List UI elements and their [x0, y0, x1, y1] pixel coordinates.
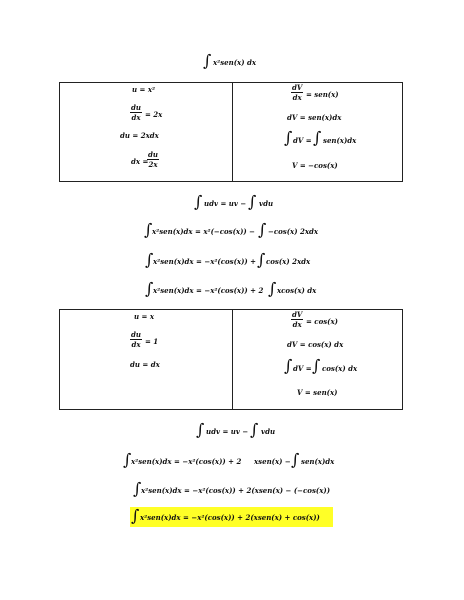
- step2-a: x²sen(x)dx = −x²(cos(x)) +: [153, 257, 257, 266]
- substitution-table-2: [59, 309, 403, 410]
- integral-sign: ∫: [133, 479, 142, 498]
- t2-u-def: u = x: [134, 312, 155, 321]
- step2-b: cos(x) 2xdx: [266, 257, 311, 266]
- step4-c: sen(x)dx: [301, 457, 335, 466]
- step4-a: x²sen(x)dx = −x²(cos(x)) + 2: [131, 457, 242, 466]
- t2-du-dx: du dx: [130, 331, 142, 348]
- ibp1-rhs: vdu: [259, 199, 274, 208]
- t1-du-dx: du dx: [130, 104, 142, 121]
- t1-dx-frac: du 2x: [147, 151, 159, 168]
- t1-du: du = 2xdx: [120, 131, 159, 140]
- integral-sign: ∫: [123, 450, 132, 469]
- frac-den: dx: [292, 320, 302, 329]
- t2-dV-dx: dV dx: [291, 310, 304, 329]
- integral-sign: ∫: [291, 450, 300, 469]
- integral-sign: ∫: [284, 356, 293, 375]
- step3-a: x²sen(x)dx = −x²(cos(x)) + 2: [153, 286, 264, 295]
- table-divider: [232, 83, 233, 181]
- frac-num: dV: [291, 310, 304, 320]
- t1-dV-dx-rhs: = sen(x): [306, 90, 339, 99]
- final-result: x²sen(x)dx = −x²(cos(x)) + 2(xsen(x) + c…: [140, 513, 320, 522]
- frac-den: dx: [131, 113, 141, 122]
- integral-sign: ∫: [145, 250, 154, 269]
- t1-dx-lhs: dx =: [131, 157, 149, 166]
- integral-sign: ∫: [312, 356, 321, 375]
- frac-num: dV: [291, 83, 304, 93]
- ibp2-lhs: udv = uv −: [206, 427, 249, 436]
- t1-int-dV-lhs: dV =: [293, 136, 312, 145]
- step1-b: −cos(x) 2xdx: [268, 227, 319, 236]
- t2-V: V = sen(x): [297, 388, 338, 397]
- substitution-table-1: [59, 82, 403, 182]
- integral-sign: ∫: [250, 420, 259, 439]
- integral-sign: ∫: [258, 220, 267, 239]
- step4-b: xsen(x) −: [254, 457, 291, 466]
- integral-sign: ∫: [196, 420, 205, 439]
- final-result-highlight: [130, 507, 333, 527]
- t1-u-def: u = x²: [132, 85, 156, 94]
- step3-b: xcos(x) dx: [277, 286, 317, 295]
- integral-sign: ∫: [248, 192, 257, 211]
- t2-dV-dx-rhs: = cos(x): [306, 317, 338, 326]
- integral-sign: ∫: [284, 128, 293, 147]
- integral-sign: ∫: [257, 250, 266, 269]
- integral-sign: ∫: [203, 51, 212, 70]
- integral-sign: ∫: [144, 220, 153, 239]
- t2-du-dx-rhs: = 1: [145, 337, 159, 346]
- frac-den: dx: [131, 340, 141, 349]
- t2-du: du = dx: [130, 360, 160, 369]
- step5-a: x²sen(x)dx = −x²(cos(x)) + 2(xsen(x) − (…: [141, 486, 330, 495]
- integral-sign: ∫: [194, 192, 203, 211]
- t1-dV-dx: dV dx: [291, 83, 304, 102]
- step1-a: x²sen(x)dx = x²(−cos(x)) −: [152, 227, 256, 236]
- frac-den: 2x: [148, 160, 158, 169]
- frac-num: du: [130, 103, 142, 113]
- title-expr: x²sen(x) dx: [213, 58, 257, 67]
- t1-V: V = −cos(x): [292, 161, 338, 170]
- frac-num: du: [147, 150, 159, 160]
- integral-sign: ∫: [313, 128, 322, 147]
- t2-int-dV-rhs: cos(x) dx: [322, 364, 358, 373]
- table-divider: [232, 310, 233, 409]
- t1-du-dx-rhs: = 2x: [145, 110, 163, 119]
- ibp1-lhs: udv = uv −: [204, 199, 247, 208]
- integral-sign: ∫: [268, 279, 277, 298]
- t2-int-dV-lhs: dV =: [293, 364, 312, 373]
- integral-sign: ∫: [145, 279, 154, 298]
- ibp2-rhs: vdu: [261, 427, 276, 436]
- frac-den: dx: [292, 93, 302, 102]
- t2-dV: dV = cos(x) dx: [287, 340, 344, 349]
- integral-sign: ∫: [131, 506, 140, 525]
- t1-int-dV-rhs: sen(x)dx: [323, 136, 357, 145]
- frac-num: du: [130, 330, 142, 340]
- t1-dV: dV = sen(x)dx: [287, 113, 342, 122]
